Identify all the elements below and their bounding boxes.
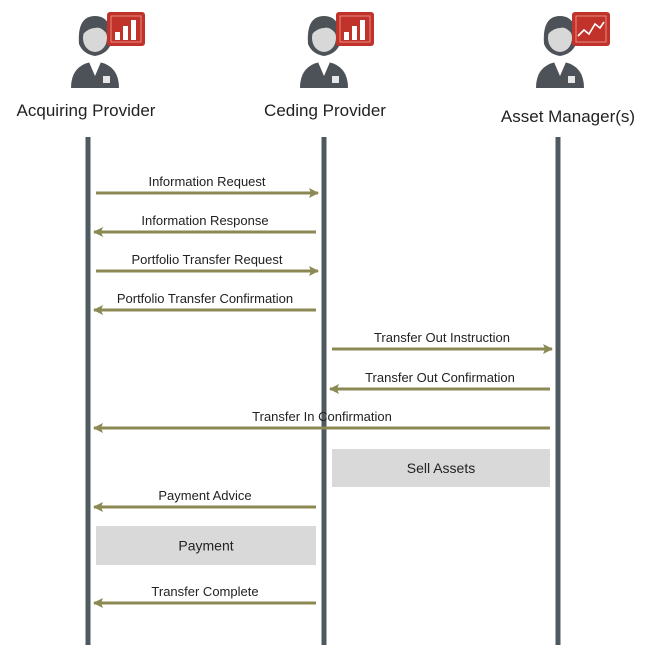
- actor-asset: Asset Manager(s): [501, 12, 635, 126]
- message-label: Information Response: [141, 213, 268, 228]
- message: Transfer Complete: [93, 584, 316, 608]
- message: Transfer In Confirmation: [93, 409, 550, 433]
- message: Information Request: [96, 174, 319, 198]
- message-label: Information Request: [148, 174, 265, 189]
- message-label: Transfer In Confirmation: [252, 409, 392, 424]
- message: Portfolio Transfer Confirmation: [93, 291, 316, 315]
- message-label: Transfer Out Instruction: [374, 330, 510, 345]
- message-label: Portfolio Transfer Confirmation: [117, 291, 293, 306]
- person-line-chart-icon: [536, 12, 610, 88]
- message-label: Payment Advice: [158, 488, 251, 503]
- message: Payment Advice: [93, 488, 316, 512]
- message: Portfolio Transfer Request: [96, 252, 319, 276]
- message-label: Portfolio Transfer Request: [131, 252, 282, 267]
- activity-box-bg: [96, 526, 316, 565]
- message: Information Response: [93, 213, 316, 237]
- message: Transfer Out Instruction: [332, 330, 553, 354]
- person-bar-chart-icon: [71, 12, 145, 88]
- actor-label-asset: Asset Manager(s): [501, 107, 635, 126]
- activity-box-bg: [332, 449, 550, 487]
- activity-box: Payment: [96, 526, 316, 565]
- person-bar-chart-icon: [300, 12, 374, 88]
- message-label: Transfer Complete: [151, 584, 258, 599]
- message: Transfer Out Confirmation: [329, 370, 550, 394]
- actor-label-acquiring: Acquiring Provider: [17, 101, 156, 120]
- activity-label: Payment: [178, 538, 233, 554]
- message-label: Transfer Out Confirmation: [365, 370, 515, 385]
- actor-ceding: Ceding Provider: [264, 12, 386, 120]
- activity-label: Sell Assets: [407, 460, 475, 476]
- actor-label-ceding: Ceding Provider: [264, 101, 386, 120]
- activity-box: Sell Assets: [332, 449, 550, 487]
- actor-acquiring: Acquiring Provider: [17, 12, 156, 120]
